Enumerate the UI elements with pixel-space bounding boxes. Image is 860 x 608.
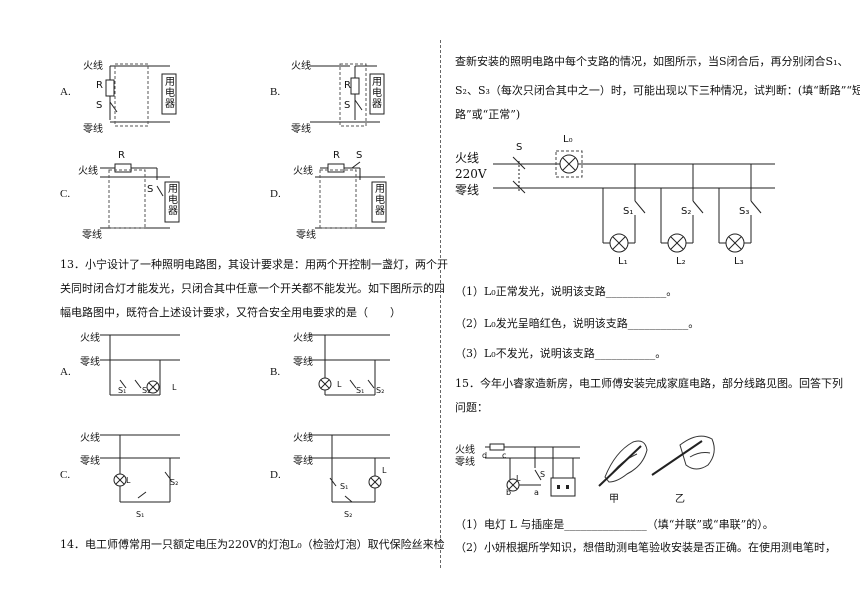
- q14-s2-label: S₂: [681, 206, 692, 217]
- q13-option-b: B.: [270, 366, 281, 378]
- q13a-s1-label: S₁: [118, 386, 127, 395]
- q15-yi-label: 乙: [675, 494, 685, 505]
- q13a-live-label: 火线: [80, 333, 100, 344]
- q12-diagram-c: [100, 163, 180, 229]
- q14-circuit-diagram: [493, 150, 775, 253]
- q13-diagram-c: [100, 434, 180, 503]
- q14-item-3: （3）L₀不发光，说明该支路___________。: [455, 347, 667, 360]
- q14-item-1: （1）L₀正常发光，说明该支路___________。: [455, 285, 678, 298]
- q12-option-b: B.: [270, 86, 281, 98]
- q14-lamp3-label: L₃: [734, 256, 744, 267]
- q13-option-a: A.: [60, 366, 71, 378]
- q15-jia-label: 甲: [609, 494, 619, 505]
- q13b-s2-label: S₂: [376, 386, 385, 395]
- q12a-appliance-label: 用电器: [165, 77, 175, 110]
- q13d-s1-label: S₁: [340, 482, 349, 491]
- q13b-s1-label: S₁: [356, 386, 365, 395]
- q14-line1: 14．电工师傅常用一只额定电压为220V的灯泡L₀（检验灯泡）取代保险丝来检: [60, 538, 445, 551]
- q14-l0-label: L₀: [563, 134, 573, 145]
- q14-lamp2-label: L₂: [676, 256, 686, 267]
- q13c-s2-label: S₂: [170, 478, 179, 487]
- q15-item-2: （2）小妍根据所学知识，想借助测电笔验收安装是否正确。在使用测电笔时，: [455, 541, 836, 554]
- q15-pen-illustration-jia: [598, 440, 648, 487]
- q12d-neutral-label: 零线: [296, 230, 316, 241]
- q13d-s2-label: S₂: [344, 510, 353, 519]
- q15-b-label: b: [506, 488, 512, 497]
- q14-s1-label: S₁: [623, 206, 634, 217]
- q14-s-label: S: [516, 142, 523, 153]
- q12c-s-label: S: [147, 184, 154, 195]
- q13d-l-label: L: [382, 466, 387, 475]
- q13-line3: 幅电路图中，既符合上述设计要求，又符合安全用电要求的是（ ）: [60, 306, 401, 319]
- q14-voltage-label: 220V: [455, 167, 487, 181]
- q13-line1: 13．小宁设计了一种照明电路图，其设计要求是：用两个开控制一盏灯，两个开: [60, 258, 448, 271]
- q12d-r-label: R: [333, 150, 340, 161]
- q14-line3: S₂、S₃（每次只闭合其中之一）时，可能出现以下三种情况，试判断：(填“断路”“…: [455, 84, 860, 97]
- q13-option-d: D.: [270, 469, 281, 481]
- q13a-s2-label: S₂: [142, 386, 151, 395]
- q14-line2: 查新安装的照明电路中每个支路的情况，如图所示，当S闭合后，再分别闭合S₁、: [455, 55, 849, 68]
- q15-item-1: （1）电灯 L 与插座是_______________（填“并联”或“串联”的）…: [455, 518, 774, 531]
- q12b-s-label: S: [344, 100, 351, 111]
- q14-neutral-label: 零线: [455, 183, 480, 197]
- q12a-s-label: S: [96, 100, 103, 111]
- q13c-s1-label: S₁: [136, 510, 145, 519]
- q12b-neutral-label: 零线: [291, 124, 311, 135]
- q13d-live-label: 火线: [293, 433, 313, 444]
- q12-option-c: C.: [60, 188, 71, 200]
- q12a-live-label: 火线: [83, 61, 103, 72]
- q12-diagram-a: [105, 63, 177, 127]
- q15-line1: 15．今年小睿家造新房，电工师傅安装完成家庭电路，部分线路见图。回答下列: [455, 377, 843, 390]
- q12b-appliance-label: 用电器: [372, 77, 382, 110]
- q13c-l-label: L: [126, 476, 131, 485]
- q13-diagram-b: [310, 334, 390, 396]
- q12-option-a: A.: [60, 86, 71, 98]
- column-divider: [440, 40, 441, 568]
- q12a-neutral-label: 零线: [83, 124, 103, 135]
- q14-item-2: （2）L₀发光呈暗红色，说明该支路___________。: [455, 317, 700, 330]
- q14-s3-label: S₃: [739, 206, 750, 217]
- q15-circuit-diagram: [485, 443, 580, 497]
- q13-option-c: C.: [60, 469, 71, 481]
- q12d-live-label: 火线: [293, 166, 313, 177]
- q13d-neutral-label: 零线: [293, 456, 313, 467]
- q15-line2: 问题：: [455, 401, 488, 414]
- q15-d-label: d: [482, 451, 488, 460]
- q12c-live-label: 火线: [78, 166, 98, 177]
- q13-diagram-a: [100, 334, 180, 396]
- q13-diagram-d: [310, 434, 390, 503]
- q15-lamp-label: L: [516, 474, 521, 483]
- q15-switch-label: S: [540, 470, 546, 479]
- q14-live-label: 火线: [455, 151, 480, 165]
- q12-diagram-d: [315, 161, 387, 229]
- q13c-live-label: 火线: [80, 433, 100, 444]
- q15-live-label: 火线: [455, 445, 475, 456]
- q12c-r-label: R: [118, 150, 125, 161]
- q12c-appliance-label: 用电器: [168, 184, 178, 217]
- q15-pen-illustration-yi: [651, 435, 715, 476]
- q13a-neutral-label: 零线: [80, 357, 100, 368]
- q13b-neutral-label: 零线: [293, 357, 313, 368]
- q12d-s-label: S: [356, 150, 363, 161]
- q13b-live-label: 火线: [293, 333, 313, 344]
- q14-line4: 路”或“正常”): [455, 108, 521, 121]
- q12c-neutral-label: 零线: [82, 230, 102, 241]
- q12b-live-label: 火线: [291, 61, 311, 72]
- q12b-r-label: R: [344, 80, 351, 91]
- q13c-neutral-label: 零线: [80, 456, 100, 467]
- q12-option-d: D.: [270, 188, 281, 200]
- q13b-l-label: L: [337, 380, 342, 389]
- q12a-r-label: R: [96, 80, 103, 91]
- q13-line2: 关同时闭合灯才能发光，只闭合其中任意一个开关都不能发光。如下图所示的四: [60, 282, 445, 295]
- q15-c-label: c: [502, 451, 507, 460]
- q13a-l-label: L: [172, 383, 177, 392]
- q15-a-label: a: [534, 488, 539, 497]
- q12-diagram-b: [310, 63, 385, 127]
- q14-lamp1-label: L₁: [618, 256, 628, 267]
- q15-neutral-label: 零线: [455, 457, 475, 468]
- q12d-appliance-label: 用电器: [375, 184, 385, 217]
